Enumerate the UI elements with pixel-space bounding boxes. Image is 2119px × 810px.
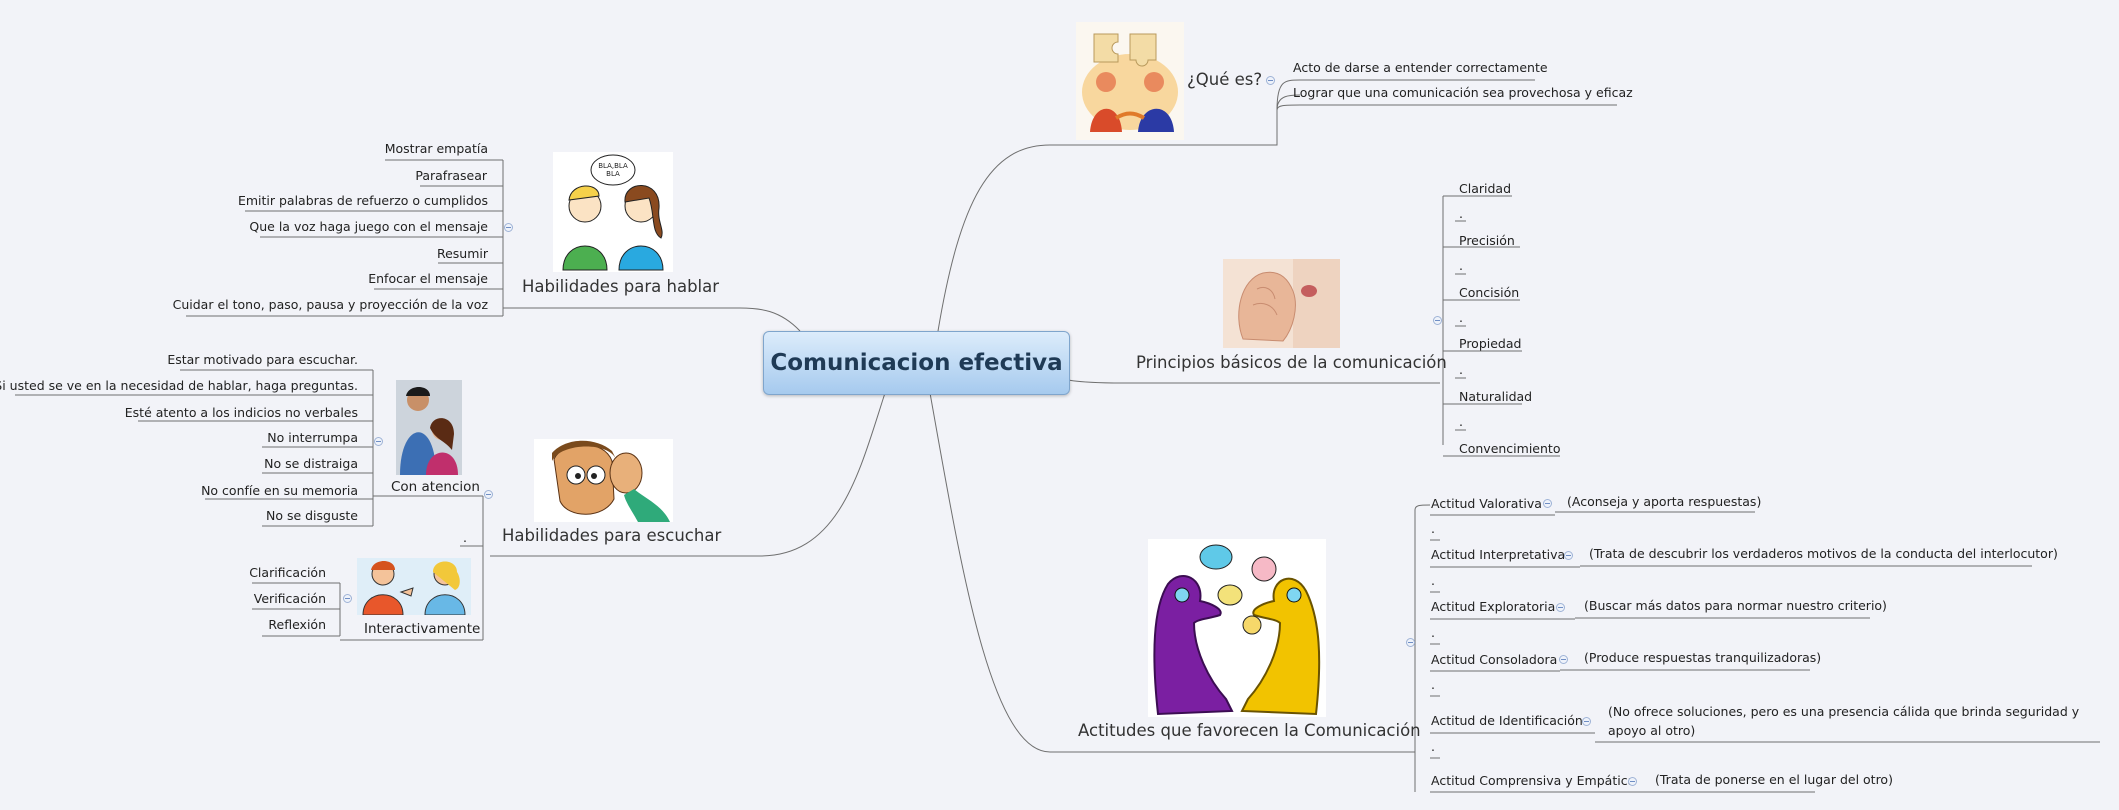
actitud-desc[interactable]: (Buscar más datos para normar nuestro cr… [1584, 598, 1887, 613]
interactivamente-title[interactable]: Interactivamente [364, 621, 481, 637]
central-topic[interactable]: Comunicacion efectiva [763, 331, 1070, 395]
actitud-name[interactable]: Actitud Consoladora [1431, 652, 1558, 667]
actitud-dot: . [1431, 625, 1435, 640]
actitud-dot: . [1431, 573, 1435, 588]
svg-text:BLA: BLA [606, 170, 620, 178]
hablar-item[interactable]: Que la voz haga juego con el mensaje [249, 219, 488, 234]
con-atencion-item[interactable]: Esté atento a los indicios no verbales [124, 405, 358, 420]
interactivamente-item[interactable]: Verificación [253, 591, 326, 606]
actitud-name[interactable]: Actitud Interpretativa [1431, 547, 1566, 562]
hablar-title[interactable]: Habilidades para hablar [522, 277, 720, 296]
hablar-item[interactable]: Resumir [436, 246, 488, 261]
collapse-icon[interactable] [1628, 777, 1637, 786]
actitud-desc[interactable]: (Produce respuestas tranquilizadoras) [1584, 650, 1822, 665]
collapse-icon[interactable] [1433, 316, 1442, 325]
actitud-name[interactable]: Actitud Comprensiva y Empática [1431, 773, 1636, 788]
actitud-desc[interactable]: (No ofrece soluciones, pero es una prese… [1608, 704, 2080, 738]
principio-item[interactable]: Convencimiento [1459, 441, 1561, 456]
listening-man-image [534, 439, 673, 522]
con-atencion-item[interactable]: Si usted se ve en la necesidad de hablar… [0, 378, 358, 393]
puzzle-people-image [1076, 22, 1184, 140]
collapse-icon[interactable] [1266, 76, 1275, 85]
con-atencion-item[interactable]: Estar motivado para escuchar. [167, 352, 358, 367]
collapse-icon[interactable] [1406, 638, 1415, 647]
couple-image [396, 380, 462, 475]
principio-item[interactable]: Precisión [1459, 233, 1515, 248]
collapse-icon[interactable] [484, 490, 493, 499]
hablar-item[interactable]: Cuidar el tono, paso, pausa y proyección… [172, 297, 488, 312]
whisper-hand-image [1223, 259, 1340, 348]
interactivamente-item[interactable]: Clarificación [249, 565, 326, 580]
principio-item[interactable]: Claridad [1459, 181, 1512, 196]
actitud-desc[interactable]: (Trata de ponerse en el lugar del otro) [1655, 772, 1893, 787]
que-es-title[interactable]: ¿Qué es? [1187, 70, 1263, 89]
actitud-dot: . [1431, 521, 1435, 536]
collapse-icon[interactable] [1559, 655, 1568, 664]
two-figures-talking-image [1148, 539, 1326, 717]
actitud-desc[interactable]: (Aconseja y aporta respuestas) [1567, 494, 1762, 509]
principio-dot: . [1459, 258, 1463, 273]
collapse-icon[interactable] [1582, 717, 1591, 726]
principio-dot: . [1459, 206, 1463, 221]
principios-title[interactable]: Principios básicos de la comunicación [1136, 353, 1447, 372]
svg-text:BLA,BLA: BLA,BLA [598, 162, 628, 170]
hablar-item[interactable]: Mostrar empatía [384, 141, 488, 156]
con-atencion-item[interactable]: No se distraiga [264, 456, 358, 471]
actitud-desc[interactable]: (Trata de descubrir los verdaderos motiv… [1589, 546, 2058, 561]
interactivamente-item[interactable]: Reflexión [268, 617, 326, 632]
con-atencion-title[interactable]: Con atencion [391, 479, 480, 495]
collapse-icon[interactable] [1564, 551, 1573, 560]
principio-dot: . [1459, 362, 1463, 377]
principio-dot: . [1459, 414, 1463, 429]
hablar-item[interactable]: Emitir palabras de refuerzo o cumplidos [237, 193, 488, 208]
central-topic-label: Comunicacion efectiva [770, 350, 1063, 376]
collapse-icon[interactable] [1556, 603, 1565, 612]
principio-item[interactable]: Concisión [1459, 285, 1520, 300]
con-atencion-item[interactable]: No interrumpa [267, 430, 358, 445]
hablar-item[interactable]: Enfocar el mensaje [368, 271, 488, 286]
kids-interacting-image [357, 558, 471, 615]
actitud-dot: . [1431, 677, 1435, 692]
actitud-dot: . [1431, 739, 1435, 754]
principio-item[interactable]: Naturalidad [1459, 389, 1533, 404]
principio-item[interactable]: Propiedad [1459, 336, 1522, 351]
actitudes-title[interactable]: Actitudes que favorecen la Comunicación [1078, 721, 1421, 740]
escuchar-dot: . [463, 530, 467, 545]
con-atencion-item[interactable]: No se disguste [265, 508, 358, 523]
con-atencion-item[interactable]: No confíe en su memoria [201, 483, 358, 498]
collapse-icon[interactable] [374, 437, 383, 446]
actitud-name[interactable]: Actitud Exploratoria [1431, 599, 1556, 614]
hablar-item[interactable]: Parafrasear [415, 168, 487, 183]
actitud-name[interactable]: Actitud Valorativa [1431, 496, 1542, 511]
que-es-item[interactable]: Lograr que una comunicación sea provecho… [1293, 85, 1633, 100]
collapse-icon[interactable] [343, 594, 352, 603]
kids-talking-image: BLA,BLA BLA [553, 152, 673, 272]
que-es-item[interactable]: Acto de darse a entender correctamente [1293, 60, 1548, 75]
principio-dot: . [1459, 310, 1463, 325]
collapse-icon[interactable] [504, 223, 513, 232]
escuchar-title[interactable]: Habilidades para escuchar [502, 526, 722, 545]
collapse-icon[interactable] [1543, 499, 1552, 508]
actitud-name[interactable]: Actitud de Identificación [1431, 713, 1583, 728]
